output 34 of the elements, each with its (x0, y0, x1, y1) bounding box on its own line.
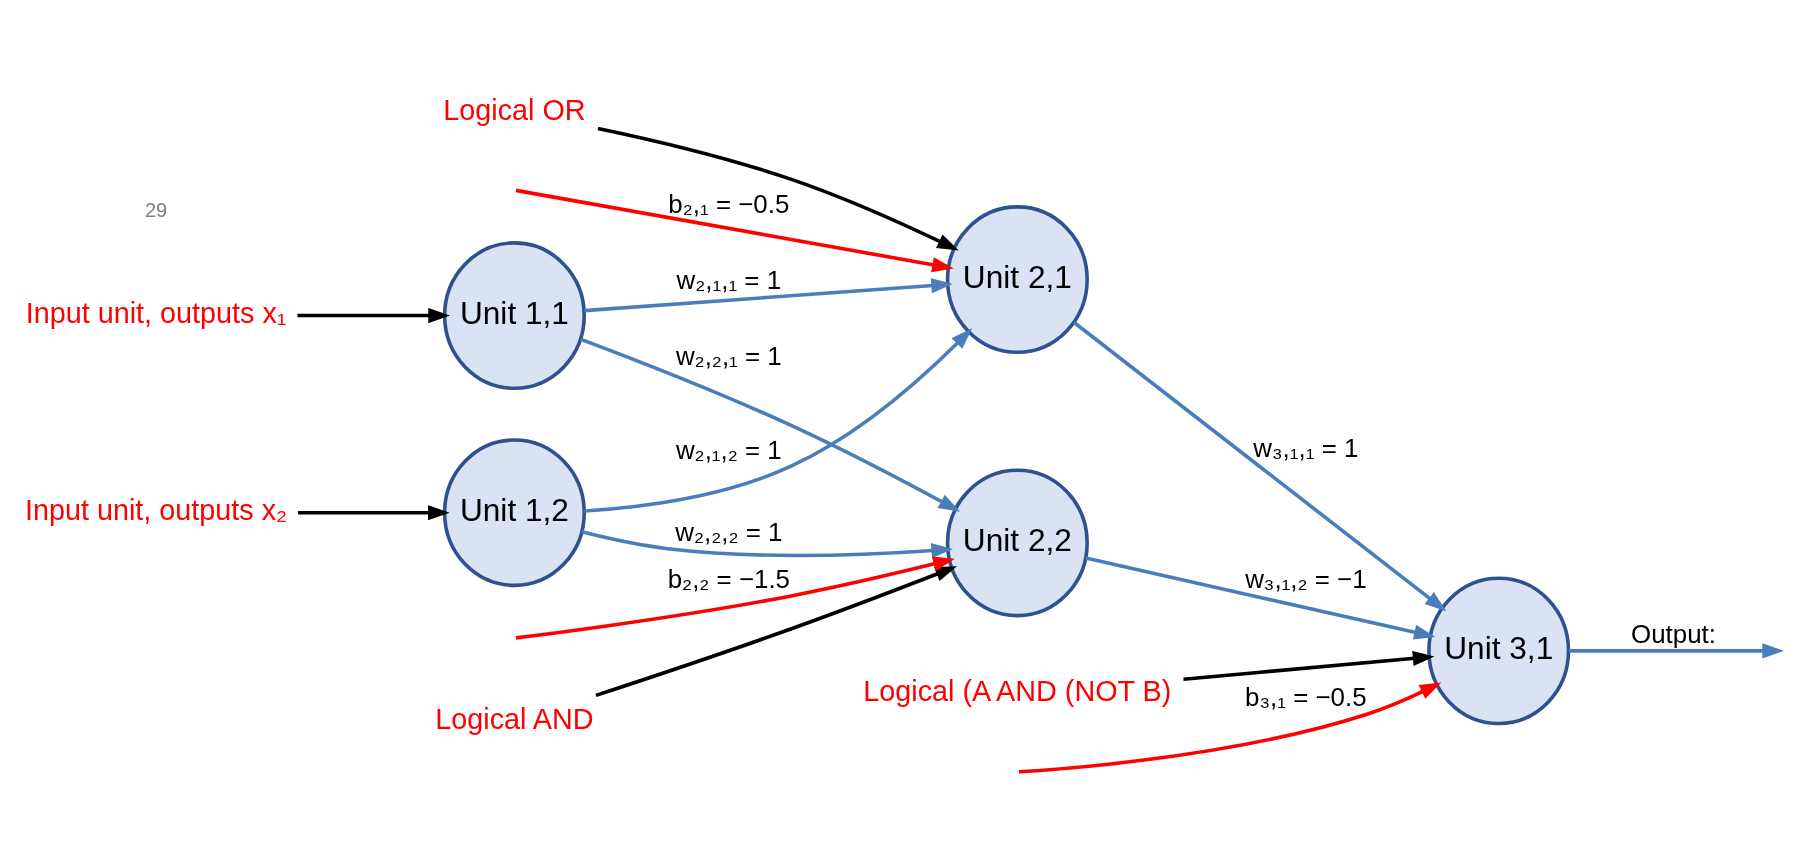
node-circle: Unit 1,2 (442, 437, 586, 587)
node-circle: Unit 2,1 (945, 204, 1089, 354)
edge-label: w₂,₁,₂ = 1 (675, 435, 782, 464)
edge-label: Output: (1631, 619, 1717, 648)
arrow (1073, 320, 1447, 611)
arrow (298, 504, 450, 520)
arrow (1018, 681, 1442, 774)
edge-label: b₂,₁ = −0.5 (668, 189, 790, 218)
edge-label: w₃,₁,₁ = 1 (1253, 433, 1359, 462)
arrow (515, 188, 954, 272)
edge-label: w₃,₁,₂ = −1 (1245, 564, 1367, 593)
node-text: Logical AND (435, 702, 594, 735)
node-text: Input unit, outputs x₁ (25, 296, 287, 329)
edge-label: b₃,₁ = −0.5 (1245, 682, 1367, 711)
arrow (1183, 650, 1435, 681)
arrow (1085, 555, 1436, 640)
edge-label: w₂,₂,₂ = 1 (675, 517, 783, 546)
node-text: Logical OR (443, 93, 586, 126)
arrow (1569, 642, 1784, 658)
edge-label: w₂,₁,₁ = 1 (676, 265, 782, 294)
arrow (581, 529, 954, 558)
node-circle: Unit 3,1 (1427, 575, 1571, 725)
edge-label: b₂,₂ = −1.5 (667, 564, 790, 593)
arrow (595, 565, 957, 697)
arrow (297, 307, 450, 323)
node-circle: Unit 2,2 (945, 467, 1089, 617)
arrow (515, 556, 957, 640)
node-text: Logical (A AND (NOT B) (863, 674, 1172, 707)
label: 29 (144, 198, 168, 221)
arrow (597, 126, 959, 251)
arrow (584, 277, 953, 312)
node-circle: Unit 1,1 (442, 240, 586, 390)
edge-label: w₂,₂,₁ = 1 (675, 341, 782, 370)
node-text: Input unit, outputs x₂ (24, 493, 288, 526)
